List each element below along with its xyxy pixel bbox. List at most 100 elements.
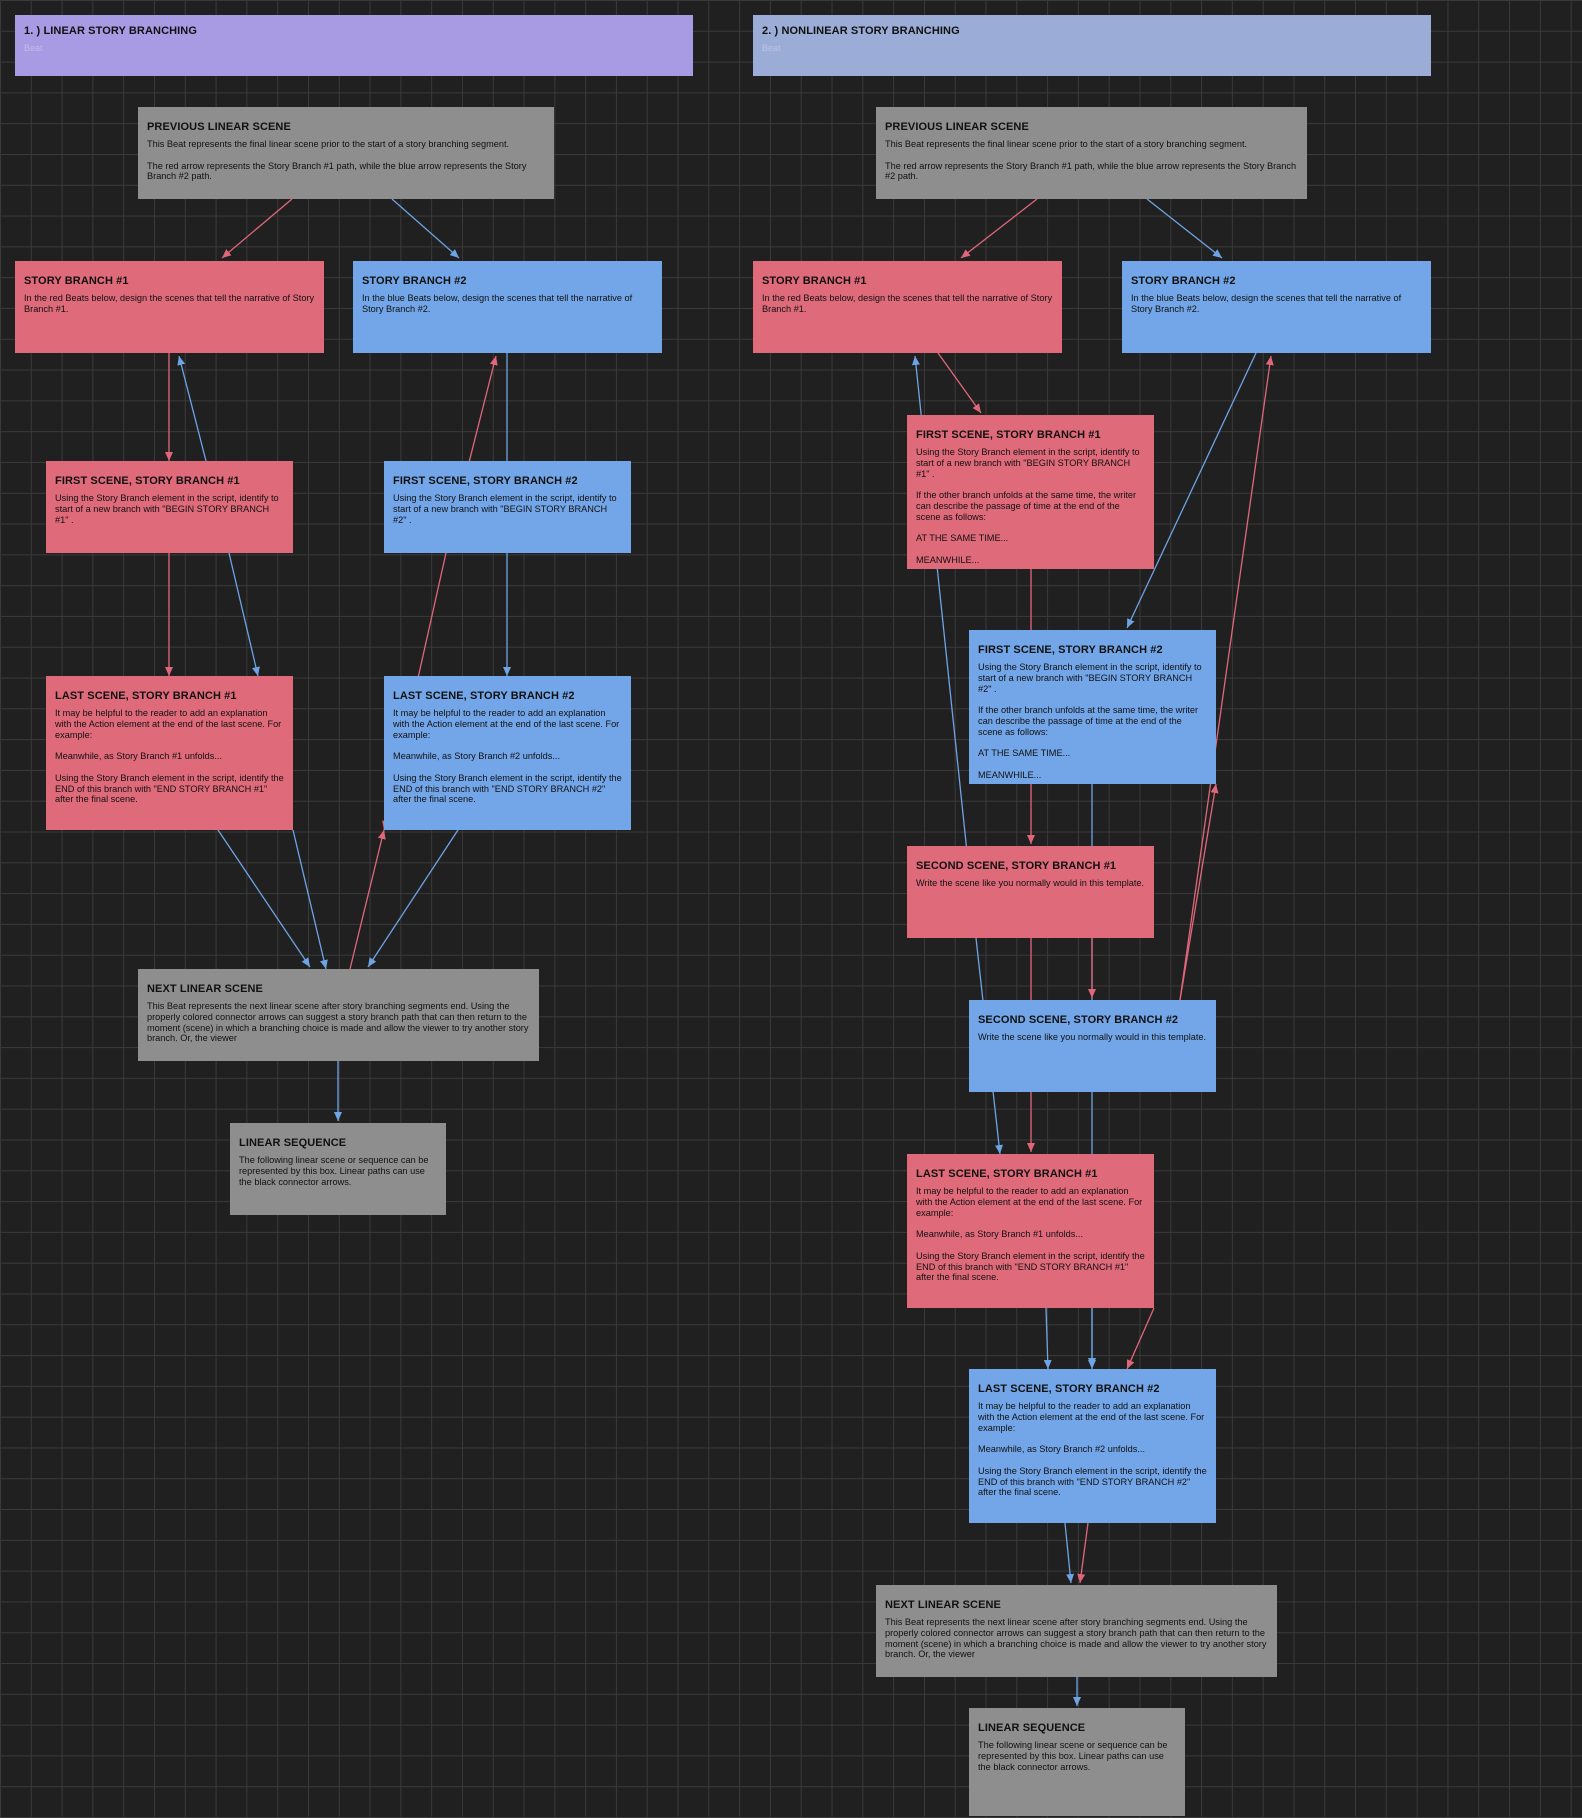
beat-linear-sequence[interactable]: LINEAR SEQUENCE The following linear sce… [969,1708,1185,1816]
beat-body: In the blue Beats below, design the scen… [1131,293,1422,315]
connector-arrow-blue[interactable] [177,355,207,462]
connector-arrow-red[interactable] [1126,1307,1155,1370]
beat-last-scene-branch-1[interactable]: LAST SCENE, STORY BRANCH #1 It may be he… [907,1154,1154,1308]
beat-previous-linear-scene[interactable]: PREVIOUS LINEAR SCENE This Beat represen… [876,107,1307,199]
connector-arrow-red[interactable] [1179,783,1219,1001]
beat-paragraph: In the red Beats below, design the scene… [24,293,315,314]
beat-title: FIRST SCENE, STORY BRANCH #2 [393,475,578,487]
beat-paragraph: It may be helpful to the reader to add a… [916,1186,1143,1218]
beat-linear-sequence[interactable]: LINEAR SEQUENCE The following linear sce… [230,1123,446,1215]
beat-title: SECOND SCENE, STORY BRANCH #1 [916,860,1117,872]
connector-arrow-red[interactable] [937,352,982,414]
beat-paragraph: Using the Story Branch element in the sc… [978,1465,1207,1498]
beat-previous-linear-scene[interactable]: PREVIOUS LINEAR SCENE This Beat represen… [138,107,554,199]
connector-arrow-blue[interactable] [1043,1307,1052,1370]
beat-body: It may be helpful to the reader to add a… [55,708,284,805]
beat-title: LAST SCENE, STORY BRANCH #1 [55,690,237,702]
beat-title: PREVIOUS LINEAR SCENE [885,121,1029,133]
beat-last-scene-branch-1[interactable]: LAST SCENE, STORY BRANCH #1 It may be he… [46,676,293,830]
beat-paragraph: Meanwhile, as Story Branch #1 unfolds... [916,1229,1083,1240]
beat-body: In the red Beats below, design the scene… [24,293,315,315]
connector-arrow-blue[interactable] [391,198,460,259]
beat-first-scene-branch-1[interactable]: FIRST SCENE, STORY BRANCH #1 Using the S… [46,461,293,553]
beat-story-branch-1[interactable]: STORY BRANCH #1 In the red Beats below, … [753,261,1062,353]
beat-paragraph: This Beat represents the next linear sce… [885,1617,1267,1660]
beat-paragraph: This Beat represents the final linear sc… [885,139,1248,149]
connector-arrow-red[interactable] [1077,1522,1089,1584]
beat-paragraph: The following linear scene or sequence c… [239,1155,429,1187]
beat-paragraph: Using the Story Branch element in the sc… [393,493,617,525]
connector-arrow-red[interactable] [960,198,1038,259]
beat-body: This Beat represents the next linear sce… [147,1001,530,1044]
beat-body: This Beat represents the final linear sc… [885,139,1298,182]
beat-body: The following linear scene or sequence c… [239,1155,437,1187]
beat-second-scene-branch-2[interactable]: SECOND SCENE, STORY BRANCH #2 Write the … [969,1000,1216,1092]
beat-paragraph: It may be helpful to the reader to add a… [393,708,620,740]
beat-next-linear-scene[interactable]: NEXT LINEAR SCENE This Beat represents t… [138,969,539,1061]
beat-paragraph: Using the Story Branch element in the sc… [978,662,1202,694]
beat-paragraph: If the other branch unfolds at the same … [978,705,1199,737]
beat-body: Using the Story Branch element in the sc… [55,493,284,525]
section-subtitle: Beat [24,43,43,53]
beat-body: In the blue Beats below, design the scen… [362,293,653,315]
beat-first-scene-branch-2[interactable]: FIRST SCENE, STORY BRANCH #2 Using the S… [969,630,1216,784]
beat-title: LAST SCENE, STORY BRANCH #1 [916,1168,1098,1180]
section-header-nonlinear[interactable]: 2. ) NONLINEAR STORY BRANCHING Beat [753,15,1431,76]
beat-title: PREVIOUS LINEAR SCENE [147,121,291,133]
beat-story-branch-2[interactable]: STORY BRANCH #2 In the blue Beats below,… [353,261,662,353]
connector-arrow-blue[interactable] [367,829,459,968]
beat-body: It may be helpful to the reader to add a… [393,708,622,805]
beat-paragraph: Using the Story Branch element in the sc… [393,772,622,805]
beat-body: This Beat represents the final linear sc… [147,139,545,182]
beat-last-scene-branch-2[interactable]: LAST SCENE, STORY BRANCH #2 It may be he… [969,1369,1216,1523]
beat-paragraph: Write the scene like you normally would … [916,878,1145,888]
beat-paragraph: Using the Story Branch element in the sc… [916,1250,1145,1283]
beat-body: Using the Story Branch element in the sc… [393,493,622,525]
beat-paragraph: In the blue Beats below, design the scen… [1131,293,1402,314]
connector-arrow-blue[interactable] [1146,198,1223,259]
beat-paragraph: This Beat represents the final linear sc… [147,139,510,149]
beat-title: SECOND SCENE, STORY BRANCH #2 [978,1014,1179,1026]
beat-paragraph: This Beat represents the next linear sce… [147,1001,529,1044]
beat-story-branch-2[interactable]: STORY BRANCH #2 In the blue Beats below,… [1122,261,1431,353]
beat-last-scene-branch-2[interactable]: LAST SCENE, STORY BRANCH #2 It may be he… [384,676,631,830]
connector-arrow-blue[interactable] [228,552,260,677]
beat-body: Using the Story Branch element in the sc… [916,447,1145,566]
beat-body: It may be helpful to the reader to add a… [916,1186,1145,1283]
beat-paragraph: In the blue Beats below, design the scen… [362,293,633,314]
beat-title: NEXT LINEAR SCENE [885,1599,1001,1611]
beat-paragraph: The red arrow represents the Story Branc… [147,160,527,182]
beat-second-scene-branch-1[interactable]: SECOND SCENE, STORY BRANCH #1 Write the … [907,846,1154,938]
beat-paragraph: Using the Story Branch element in the sc… [55,493,279,525]
beat-body: In the red Beats below, design the scene… [762,293,1053,315]
connector-arrow-blue[interactable] [1064,1522,1075,1584]
beat-body: It may be helpful to the reader to add a… [978,1401,1207,1498]
beat-body: This Beat represents the next linear sce… [885,1617,1268,1660]
beat-title: LAST SCENE, STORY BRANCH #2 [978,1383,1160,1395]
beat-title: FIRST SCENE, STORY BRANCH #1 [55,475,240,487]
beat-title: STORY BRANCH #2 [362,275,467,287]
connector-arrow-red[interactable] [349,829,386,970]
connector-arrow-red[interactable] [221,198,293,259]
beat-next-linear-scene[interactable]: NEXT LINEAR SCENE This Beat represents t… [876,1585,1277,1677]
beat-title: FIRST SCENE, STORY BRANCH #1 [916,429,1101,441]
beat-paragraph: It may be helpful to the reader to add a… [55,708,282,740]
beat-title: FIRST SCENE, STORY BRANCH #2 [978,644,1163,656]
beat-first-scene-branch-1[interactable]: FIRST SCENE, STORY BRANCH #1 Using the S… [907,415,1154,569]
beat-first-scene-branch-2[interactable]: FIRST SCENE, STORY BRANCH #2 Using the S… [384,461,631,553]
beat-title: NEXT LINEAR SCENE [147,983,263,995]
beat-paragraph: AT THE SAME TIME... [916,533,1009,544]
beat-body: Write the scene like you normally would … [978,1032,1207,1043]
beat-body: Write the scene like you normally would … [916,878,1145,889]
beat-story-branch-1[interactable]: STORY BRANCH #1 In the red Beats below, … [15,261,324,353]
connector-arrow-blue[interactable] [217,829,311,968]
section-header-linear[interactable]: 1. ) LINEAR STORY BRANCHING Beat [15,15,693,76]
beat-paragraph: If the other branch unfolds at the same … [916,490,1137,522]
beat-paragraph: MEANWHILE... [978,769,1042,780]
connector-arrow-blue[interactable] [292,829,328,970]
beat-paragraph: Meanwhile, as Story Branch #1 unfolds... [55,751,222,762]
beat-paragraph: Meanwhile, as Story Branch #2 unfolds... [978,1444,1145,1455]
beat-title: LINEAR SEQUENCE [239,1137,347,1149]
beat-paragraph: Using the Story Branch element in the sc… [916,447,1140,479]
